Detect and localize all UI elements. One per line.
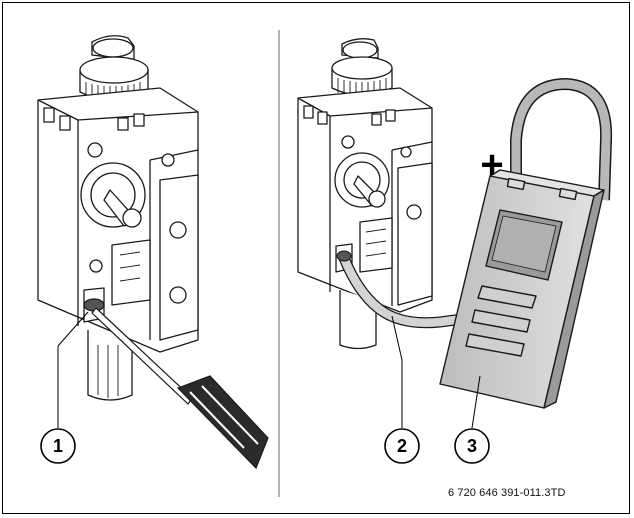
callout-3-label: 3 bbox=[467, 436, 477, 456]
callout-1: 1 bbox=[40, 311, 89, 464]
gauge-button-1 bbox=[477, 285, 537, 309]
callout-3: 3 bbox=[454, 375, 490, 464]
gas-valve-right bbox=[297, 38, 433, 350]
gauge-button-3 bbox=[465, 333, 525, 357]
gas-valve-left bbox=[37, 35, 199, 401]
callout-2-label: 2 bbox=[397, 436, 407, 456]
callout-1-label: 1 bbox=[53, 436, 63, 456]
measuring-hose bbox=[336, 250, 476, 329]
callout-2: 2 bbox=[384, 315, 420, 464]
figure-code: 6 720 646 391-011.3TD bbox=[448, 487, 566, 499]
screwdriver bbox=[91, 307, 269, 470]
meter-handle bbox=[510, 77, 613, 201]
plus-sign: + bbox=[480, 143, 503, 187]
gauge-button-2 bbox=[471, 309, 531, 333]
pressure-gauge bbox=[439, 169, 605, 409]
